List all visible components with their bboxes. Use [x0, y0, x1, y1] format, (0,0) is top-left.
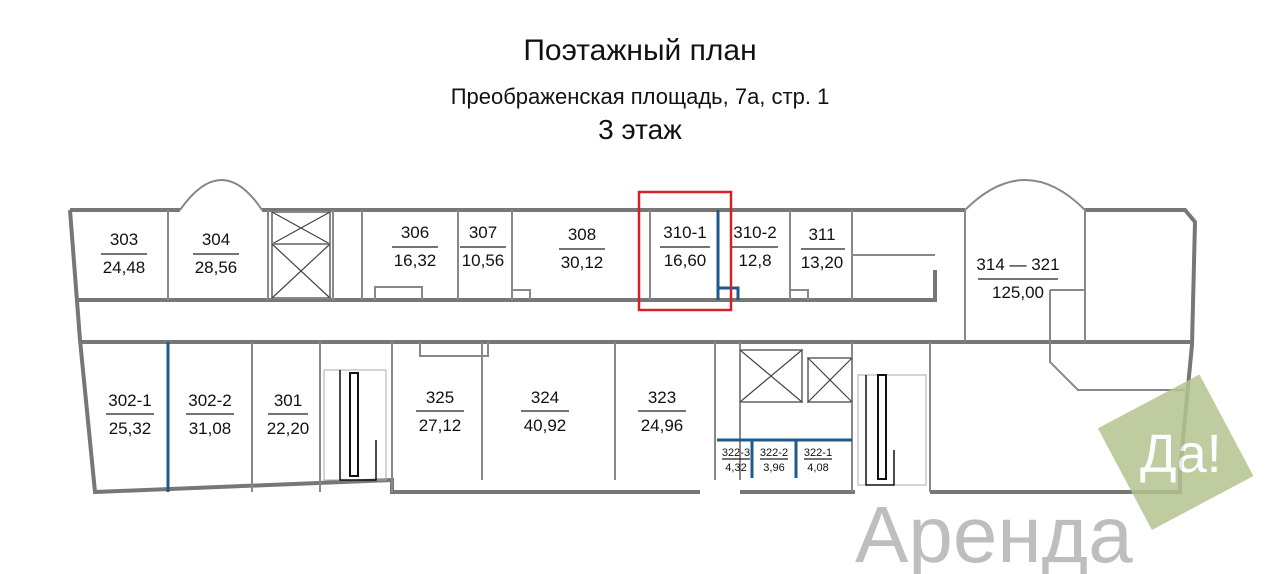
room-302-1[interactable]: 302-1 25,32	[106, 391, 154, 438]
svg-text:310-2: 310-2	[733, 223, 776, 242]
svg-text:322-2: 322-2	[760, 447, 788, 459]
svg-text:27,12: 27,12	[419, 416, 462, 435]
svg-text:30,12: 30,12	[561, 253, 604, 272]
svg-text:304: 304	[202, 230, 230, 249]
svg-text:16,60: 16,60	[664, 251, 707, 270]
room-308[interactable]: 308 30,12	[559, 225, 605, 272]
svg-text:308: 308	[568, 225, 596, 244]
svg-text:314 — 321: 314 — 321	[976, 255, 1059, 274]
svg-text:16,32: 16,32	[394, 251, 437, 270]
room-301[interactable]: 301 22,20	[267, 391, 310, 438]
plan-title: Поэтажный план	[523, 34, 757, 67]
room-323[interactable]: 323 24,96	[638, 388, 686, 435]
highlight-room-310-1[interactable]	[637, 190, 733, 312]
room-322-2[interactable]: 322-2 3,96	[760, 447, 788, 474]
room-303[interactable]: 303 24,48	[101, 230, 147, 277]
svg-text:25,32: 25,32	[109, 419, 152, 438]
watermark-text: Аренда	[855, 490, 1133, 574]
svg-text:4,08: 4,08	[807, 462, 828, 474]
stairs-right	[857, 374, 927, 486]
svg-text:28,56: 28,56	[195, 258, 238, 277]
room-304[interactable]: 304 28,56	[193, 230, 239, 277]
svg-text:306: 306	[401, 223, 429, 242]
svg-text:302-2: 302-2	[188, 391, 231, 410]
room-322-3[interactable]: 322-3 4,32	[722, 447, 750, 474]
svg-text:4,32: 4,32	[725, 462, 746, 474]
stairs-left	[323, 369, 387, 481]
svg-text:325: 325	[426, 388, 454, 407]
room-325[interactable]: 325 27,12	[416, 388, 464, 435]
room-324[interactable]: 324 40,92	[521, 388, 569, 435]
room-310-1[interactable]: 310-1 16,60	[660, 223, 710, 270]
room-307[interactable]: 307 10,56	[460, 223, 506, 270]
svg-text:322-1: 322-1	[804, 447, 832, 459]
room-311[interactable]: 311 13,20	[801, 225, 845, 272]
room-306[interactable]: 306 16,32	[392, 223, 438, 270]
svg-text:310-1: 310-1	[663, 223, 706, 242]
svg-text:13,20: 13,20	[801, 253, 844, 272]
room-322-1[interactable]: 322-1 4,08	[804, 447, 832, 474]
svg-text:302-1: 302-1	[108, 391, 151, 410]
svg-text:303: 303	[110, 230, 138, 249]
svg-text:22,20: 22,20	[267, 419, 310, 438]
floor-label: 3 этаж	[598, 114, 682, 145]
walls	[68, 179, 1198, 495]
svg-text:125,00: 125,00	[992, 283, 1044, 302]
address: Преображенская площадь, 7а, стр. 1	[450, 84, 830, 109]
svg-text:324: 324	[531, 388, 559, 407]
watermark-badge	[1097, 374, 1254, 530]
watermark-logo: Аренда Да!	[855, 374, 1254, 574]
svg-text:31,08: 31,08	[189, 419, 232, 438]
svg-text:323: 323	[648, 388, 676, 407]
svg-text:12,8: 12,8	[738, 251, 771, 270]
svg-text:24,96: 24,96	[641, 416, 684, 435]
watermark-badge-text: Да!	[1140, 424, 1222, 484]
svg-text:24,48: 24,48	[103, 258, 146, 277]
room-314-321[interactable]: 314 — 321 125,00	[976, 255, 1059, 302]
room-310-2[interactable]: 310-2 12,8	[732, 223, 778, 270]
svg-text:322-3: 322-3	[722, 447, 750, 459]
room-302-2[interactable]: 302-2 31,08	[186, 391, 234, 438]
svg-text:307: 307	[469, 223, 497, 242]
svg-text:40,92: 40,92	[524, 416, 567, 435]
svg-text:311: 311	[808, 225, 835, 244]
svg-text:3,96: 3,96	[763, 462, 784, 474]
svg-text:10,56: 10,56	[462, 251, 505, 270]
svg-text:301: 301	[274, 391, 302, 410]
